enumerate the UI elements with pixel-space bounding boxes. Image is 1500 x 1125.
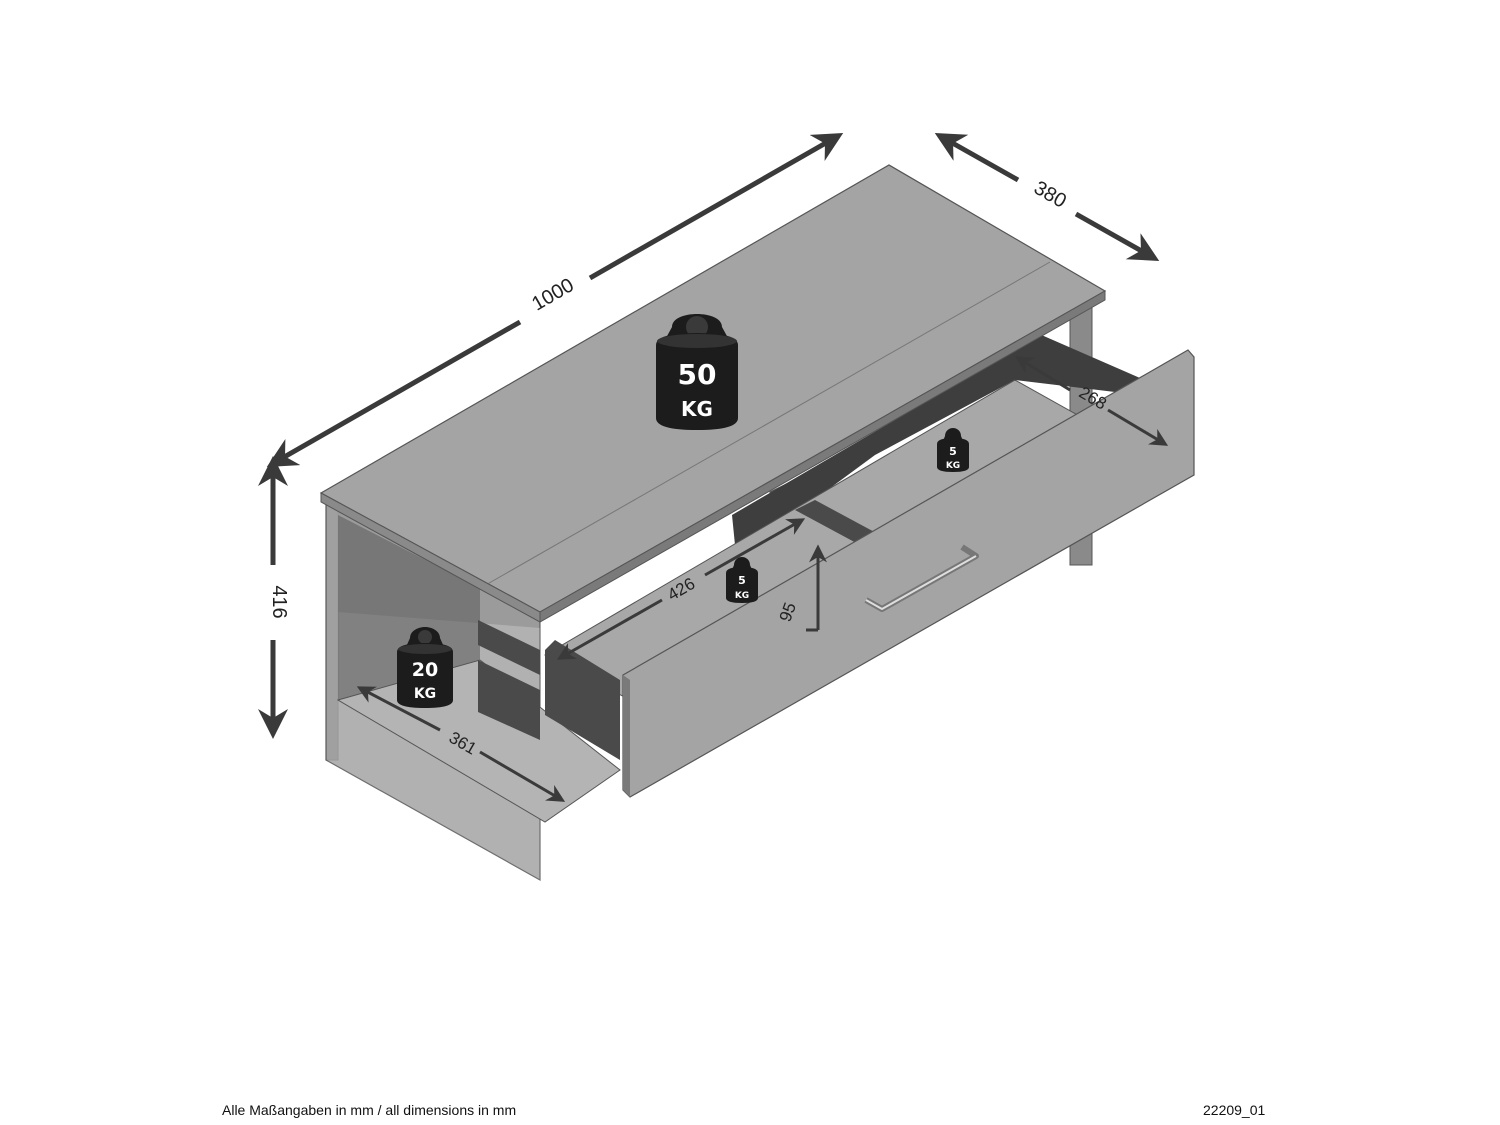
drawer-width-arrow-right [704, 518, 806, 577]
height-label: 416 [268, 585, 290, 618]
drawer-back-wall [1015, 330, 1140, 395]
drawer-right-weight-unit: KG [946, 461, 960, 471]
weight-icon-shelf: 20 KG [397, 627, 453, 708]
cabinet [319, 164, 1195, 882]
drawer-right-weight-value: 5 [949, 445, 957, 458]
drawer-compartment-interior [732, 350, 1015, 545]
left-compartment-rail-2 [478, 660, 540, 740]
drawer-left-weight-value: 5 [738, 574, 746, 587]
width-arrow-right [588, 133, 844, 281]
shelf-depth-arrow-right [479, 750, 566, 802]
inner-dimension-arrows [356, 356, 1169, 802]
weight-icon-drawer-right: 5 KG [937, 428, 969, 472]
drawer-depth-arrow-right [1107, 408, 1169, 446]
weight-icon-top: 50 KG [656, 314, 738, 430]
width-arrow-left [266, 319, 522, 467]
drawer-front-edge [623, 675, 630, 797]
top-weight-unit: KG [681, 397, 713, 421]
drawer-left-weight-unit: KG [735, 591, 749, 601]
drawer-handle-highlight [865, 555, 977, 611]
left-compartment-rail [478, 620, 540, 675]
top-weight-value: 50 [678, 358, 717, 391]
shelf-weight-value: 20 [412, 659, 438, 681]
depth-label: 380 [1030, 177, 1070, 213]
dimension-arrows [258, 133, 1160, 739]
top-board-seam [483, 261, 1051, 587]
top-board-right-edge [539, 290, 1106, 623]
drawer-inner-divider [795, 500, 880, 545]
drawer-depth-arrow-left [1014, 356, 1071, 392]
width-label: 1000 [528, 274, 578, 315]
shelf-depth-arrow-left [356, 686, 441, 732]
article-code: 22209_01 [1203, 1102, 1266, 1118]
shelf-weight-unit: KG [414, 686, 436, 702]
dimensions-note: Alle Maßangaben in mm / all dimensions i… [222, 1102, 517, 1118]
weight-icon-drawer-left: 5 KG [726, 557, 758, 603]
drawer-width-arrow-left [556, 598, 663, 660]
depth-arrow-left [934, 133, 1020, 183]
drawer-left-side [545, 640, 620, 760]
depth-arrow-right [1074, 211, 1160, 261]
